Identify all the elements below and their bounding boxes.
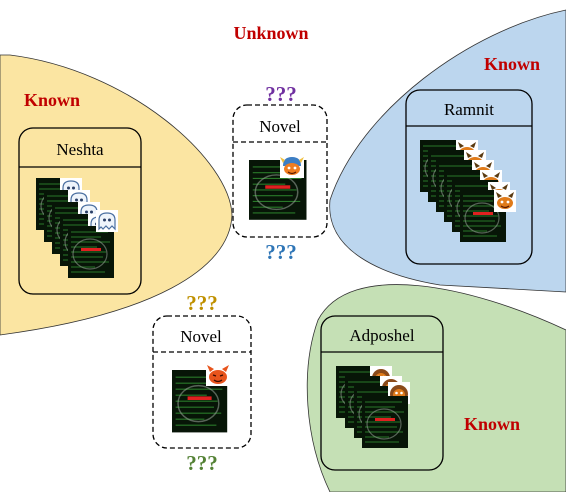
question-marks-bottom-lower: ??? [186, 451, 218, 475]
malware-sample [171, 363, 231, 434]
family-title-ramnit: Ramnit [444, 100, 494, 119]
family-title-adposhel: Adposhel [349, 326, 414, 345]
question-marks-bottom-upper: ??? [186, 291, 218, 315]
known-label-blue: Known [484, 54, 540, 74]
family-title-neshta: Neshta [56, 140, 104, 159]
known-region-yellow [0, 54, 233, 336]
question-marks-top-upper: ??? [265, 82, 297, 106]
family-box-ramnit: Ramnit [405, 89, 533, 265]
known-label-yellow: Known [24, 90, 80, 110]
family-box-neshta: Neshta [18, 127, 142, 295]
novel-box-top: ??? Novel ??? [232, 82, 328, 264]
novel-title-top: Novel [259, 117, 301, 136]
malware-sample [248, 153, 308, 221]
unknown-label: Unknown [233, 23, 308, 43]
novel-box-bottom: ??? Novel ??? [152, 291, 252, 475]
novel-title-bottom: Novel [180, 327, 222, 346]
question-marks-top-lower: ??? [265, 240, 297, 264]
family-box-adposhel: Adposhel [320, 315, 444, 471]
known-label-green: Known [464, 414, 520, 434]
